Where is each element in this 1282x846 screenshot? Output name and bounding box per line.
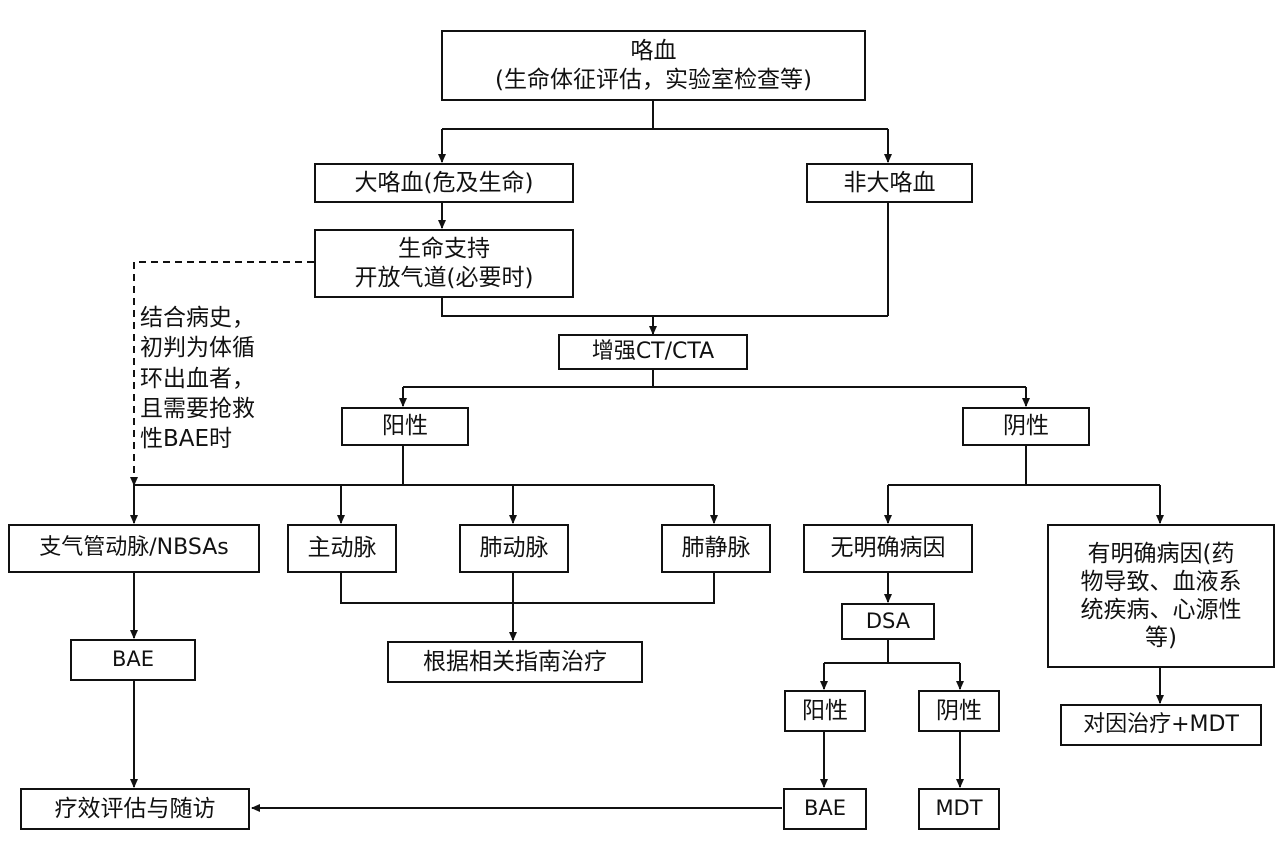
- node-dsa: DSA: [841, 603, 935, 640]
- node-massive-hemoptysis-label: 大咯血(危及生命): [354, 169, 534, 196]
- node-known-cause: 有明确病因(药 物导致、血液系 统疾病、心源性 等): [1047, 524, 1275, 668]
- node-cause-treatment-label: 对因治疗+MDT: [1083, 711, 1239, 737]
- node-dsa-label: DSA: [865, 608, 911, 633]
- edge-dashed-life-support-to-bronchial: [130, 261, 314, 486]
- node-followup: 疗效评估与随访: [20, 788, 250, 830]
- node-pulmonary-vein: 肺静脉: [661, 524, 771, 573]
- node-bae-left: BAE: [70, 639, 196, 681]
- edge-life-support-down: [441, 298, 888, 317]
- node-mdt: MDT: [918, 788, 1000, 830]
- node-pulmonary-artery-label: 肺动脉: [479, 535, 549, 562]
- node-negative-label: 阴性: [1003, 413, 1049, 440]
- node-guideline-treatment: 根据相关指南治疗: [387, 641, 643, 683]
- node-massive-hemoptysis: 大咯血(危及生命): [314, 163, 574, 203]
- node-known-cause-label: 有明确病因(药 物导致、血液系 统疾病、心源性 等): [1080, 540, 1242, 652]
- node-bronchial-artery: 支气管动脉/NBSAs: [8, 524, 260, 573]
- node-hemoptysis-label: 咯血 (生命体征评估，实验室检查等): [495, 38, 812, 93]
- node-life-support: 生命支持 开放气道(必要时): [314, 229, 574, 298]
- node-bae-left-label: BAE: [111, 647, 155, 672]
- node-positive: 阳性: [341, 407, 469, 446]
- node-enhanced-cta-label: 增强CT/CTA: [591, 338, 715, 364]
- node-guideline-treatment-label: 根据相关指南治疗: [423, 648, 607, 675]
- node-no-clear-cause-label: 无明确病因: [830, 535, 946, 562]
- node-bae-right: BAE: [783, 788, 867, 830]
- node-pulmonary-vein-label: 肺静脉: [681, 535, 751, 562]
- node-dsa-positive-label: 阳性: [802, 697, 848, 724]
- node-negative: 阴性: [962, 407, 1090, 446]
- node-non-massive-hemoptysis-label: 非大咯血: [843, 169, 936, 196]
- node-positive-label: 阳性: [382, 413, 428, 440]
- node-followup-label: 疗效评估与随访: [54, 795, 216, 822]
- node-hemoptysis: 咯血 (生命体征评估，实验室检查等): [441, 30, 866, 101]
- node-enhanced-cta: 增强CT/CTA: [558, 334, 748, 370]
- node-dsa-negative-label: 阴性: [936, 697, 982, 724]
- node-life-support-label: 生命支持 开放气道(必要时): [354, 236, 534, 291]
- node-mdt-label: MDT: [935, 796, 983, 821]
- node-pulmonary-artery: 肺动脉: [459, 524, 569, 573]
- dashed-branch-note: 结合病史， 初判为体循 环出血者， 且需要抢救 性BAE时: [140, 305, 255, 453]
- node-aorta: 主动脉: [287, 524, 397, 573]
- node-cause-treatment: 对因治疗+MDT: [1060, 704, 1262, 746]
- node-dsa-positive: 阳性: [784, 690, 866, 732]
- node-aorta-label: 主动脉: [307, 535, 377, 562]
- node-bronchial-artery-label: 支气管动脉/NBSAs: [39, 535, 229, 561]
- node-no-clear-cause: 无明确病因: [803, 524, 973, 573]
- node-dsa-negative: 阴性: [918, 690, 1000, 732]
- node-non-massive-hemoptysis: 非大咯血: [806, 163, 973, 203]
- node-bae-right-label: BAE: [803, 796, 847, 821]
- edge-aorta-down: [340, 573, 715, 604]
